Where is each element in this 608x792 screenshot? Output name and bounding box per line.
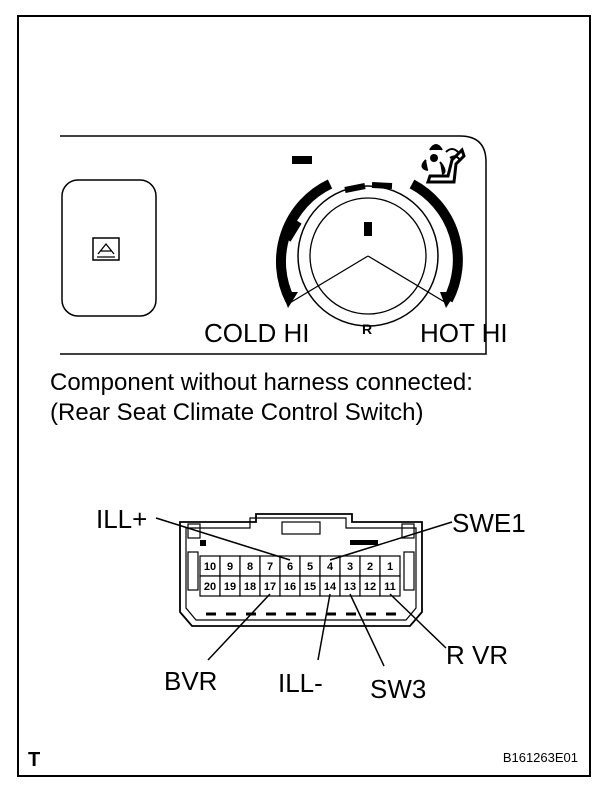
leader-r-vr xyxy=(389,593,447,649)
figure-code: B161263E01 xyxy=(503,750,578,765)
leader-ill-plus xyxy=(155,517,291,561)
hot-hi-label: HOT HI xyxy=(420,318,508,348)
pin-label: 15 xyxy=(304,581,316,593)
caption-line-1: Component without harness connected: xyxy=(50,369,473,396)
dial-arc-left xyxy=(275,179,333,303)
caption-line-2: (Rear Seat Climate Control Switch) xyxy=(50,399,423,426)
footer-left-mark: T xyxy=(28,749,40,771)
pin-label: 19 xyxy=(224,581,236,593)
pin-label: 1 xyxy=(387,561,393,573)
leader-bvr xyxy=(207,593,271,661)
pin-grid xyxy=(199,555,401,597)
leader-lines xyxy=(155,517,453,667)
pin-label: 20 xyxy=(204,581,216,593)
figure-frame xyxy=(17,15,591,777)
dial-arc-right xyxy=(409,179,463,303)
pin-label: 6 xyxy=(287,561,293,573)
label-bvr: BVR xyxy=(164,666,217,696)
pin-label: 16 xyxy=(284,581,296,593)
pin-label: 14 xyxy=(324,581,337,593)
cold-hi-label: COLD HI xyxy=(204,318,309,348)
label-r-vr: R VR xyxy=(446,640,508,670)
rear-seat-switch-icon xyxy=(92,237,120,261)
minus-mark-icon xyxy=(292,156,312,164)
harness-connector: 10 9 8 7 6 5 4 3 2 1 20 19 18 17 16 15 1… xyxy=(179,513,423,627)
leader-sw3 xyxy=(349,593,385,667)
pin-label: 5 xyxy=(307,561,313,573)
leader-ill-minus xyxy=(317,593,331,661)
label-swe1: SWE1 xyxy=(452,508,526,538)
leader-swe1 xyxy=(329,521,453,561)
cold-arrow-icon xyxy=(282,292,298,308)
rear-switch-button xyxy=(61,179,157,317)
label-ill-plus: ILL+ xyxy=(96,504,147,534)
label-sw3: SW3 xyxy=(370,674,426,704)
pin-label: 7 xyxy=(267,561,273,573)
r-label: R xyxy=(362,321,372,337)
hot-arrow-icon xyxy=(440,292,456,308)
connector-latch xyxy=(281,521,321,535)
pin-label: 3 xyxy=(347,561,353,573)
label-ill-minus: ILL- xyxy=(278,668,323,698)
pin-label: 2 xyxy=(367,561,373,573)
pin-label: 18 xyxy=(244,581,256,593)
pin-label: 8 xyxy=(247,561,253,573)
pin-label: 11 xyxy=(384,581,396,593)
temperature-dial xyxy=(275,156,463,327)
pin-label: 4 xyxy=(327,561,334,573)
pin-label: 12 xyxy=(364,581,376,593)
pin-label: 13 xyxy=(344,581,356,593)
fan-seat-icon xyxy=(421,144,466,184)
pin-label: 10 xyxy=(204,561,216,573)
switch-panel-outline xyxy=(60,135,487,355)
pin-label: 9 xyxy=(227,561,233,573)
knob-indicator xyxy=(364,222,372,236)
pin-label: 17 xyxy=(264,581,276,593)
